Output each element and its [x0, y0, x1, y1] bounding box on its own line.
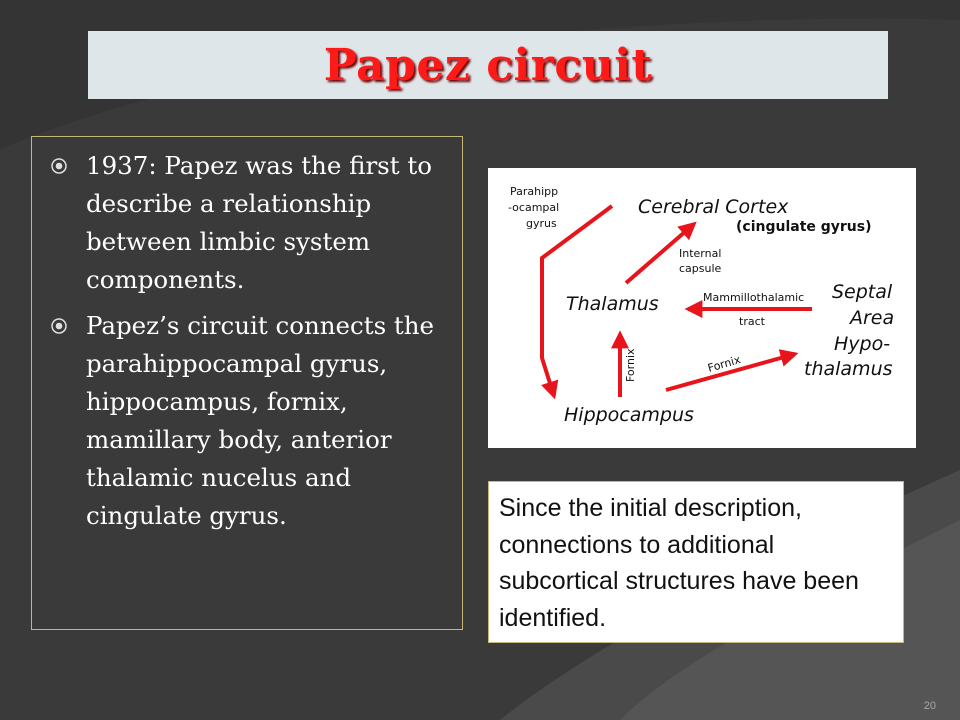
node-hippocampus: Hippocampus	[564, 404, 694, 426]
note-box: Since the initial description, connectio…	[488, 481, 904, 643]
arrow-internal-capsule	[624, 221, 697, 285]
title-bar: Papez circuit	[88, 31, 888, 99]
node-cerebral-cortex: Cerebral Cortex	[638, 196, 789, 218]
label-internal-2: capsule	[679, 262, 722, 275]
diagram-svg: Cerebral Cortex (cingulate gyrus) Thalam…	[508, 185, 894, 426]
bullet-item: 1937: Papez was the first to describe a …	[50, 147, 446, 299]
node-cingulate: (cingulate gyrus)	[736, 219, 872, 235]
label-internal-1: Internal	[679, 247, 721, 260]
papez-diagram: Cerebral Cortex (cingulate gyrus) Thalam…	[488, 168, 916, 448]
circle-dot-bullet-icon	[50, 147, 86, 179]
circle-dot-bullet-icon	[50, 307, 86, 339]
node-thalamus: Thalamus	[566, 293, 659, 315]
label-parahipp-3: gyrus	[526, 217, 557, 230]
label-mammillo-1: Mammillothalamic	[703, 291, 804, 304]
arrow-fornix-diagonal	[665, 349, 799, 392]
label-parahipp-1: Parahipp	[510, 185, 558, 198]
node-hypo: Hypo-	[834, 333, 890, 355]
arrow-parahippocampal	[540, 204, 614, 400]
slide-number: 20	[923, 700, 936, 712]
node-septal: Septal	[832, 281, 893, 303]
bullet-text: 1937: Papez was the first to describe a …	[86, 151, 432, 294]
bullet-item: Papez’s circuit connects the parahippoca…	[50, 307, 446, 535]
node-thalamus-hypo: thalamus	[804, 358, 893, 380]
note-text: Since the initial description, connectio…	[499, 494, 859, 632]
bullet-list: 1937: Papez was the first to describe a …	[31, 136, 463, 630]
label-fornix-vertical: Fornix	[624, 348, 637, 382]
bullet-text: Papez’s circuit connects the parahippoca…	[86, 311, 435, 530]
node-area: Area	[848, 307, 894, 329]
label-parahipp-2: -ocampal	[508, 201, 559, 214]
label-mammillo-2: tract	[739, 315, 766, 328]
slide-title: Papez circuit	[323, 39, 653, 91]
